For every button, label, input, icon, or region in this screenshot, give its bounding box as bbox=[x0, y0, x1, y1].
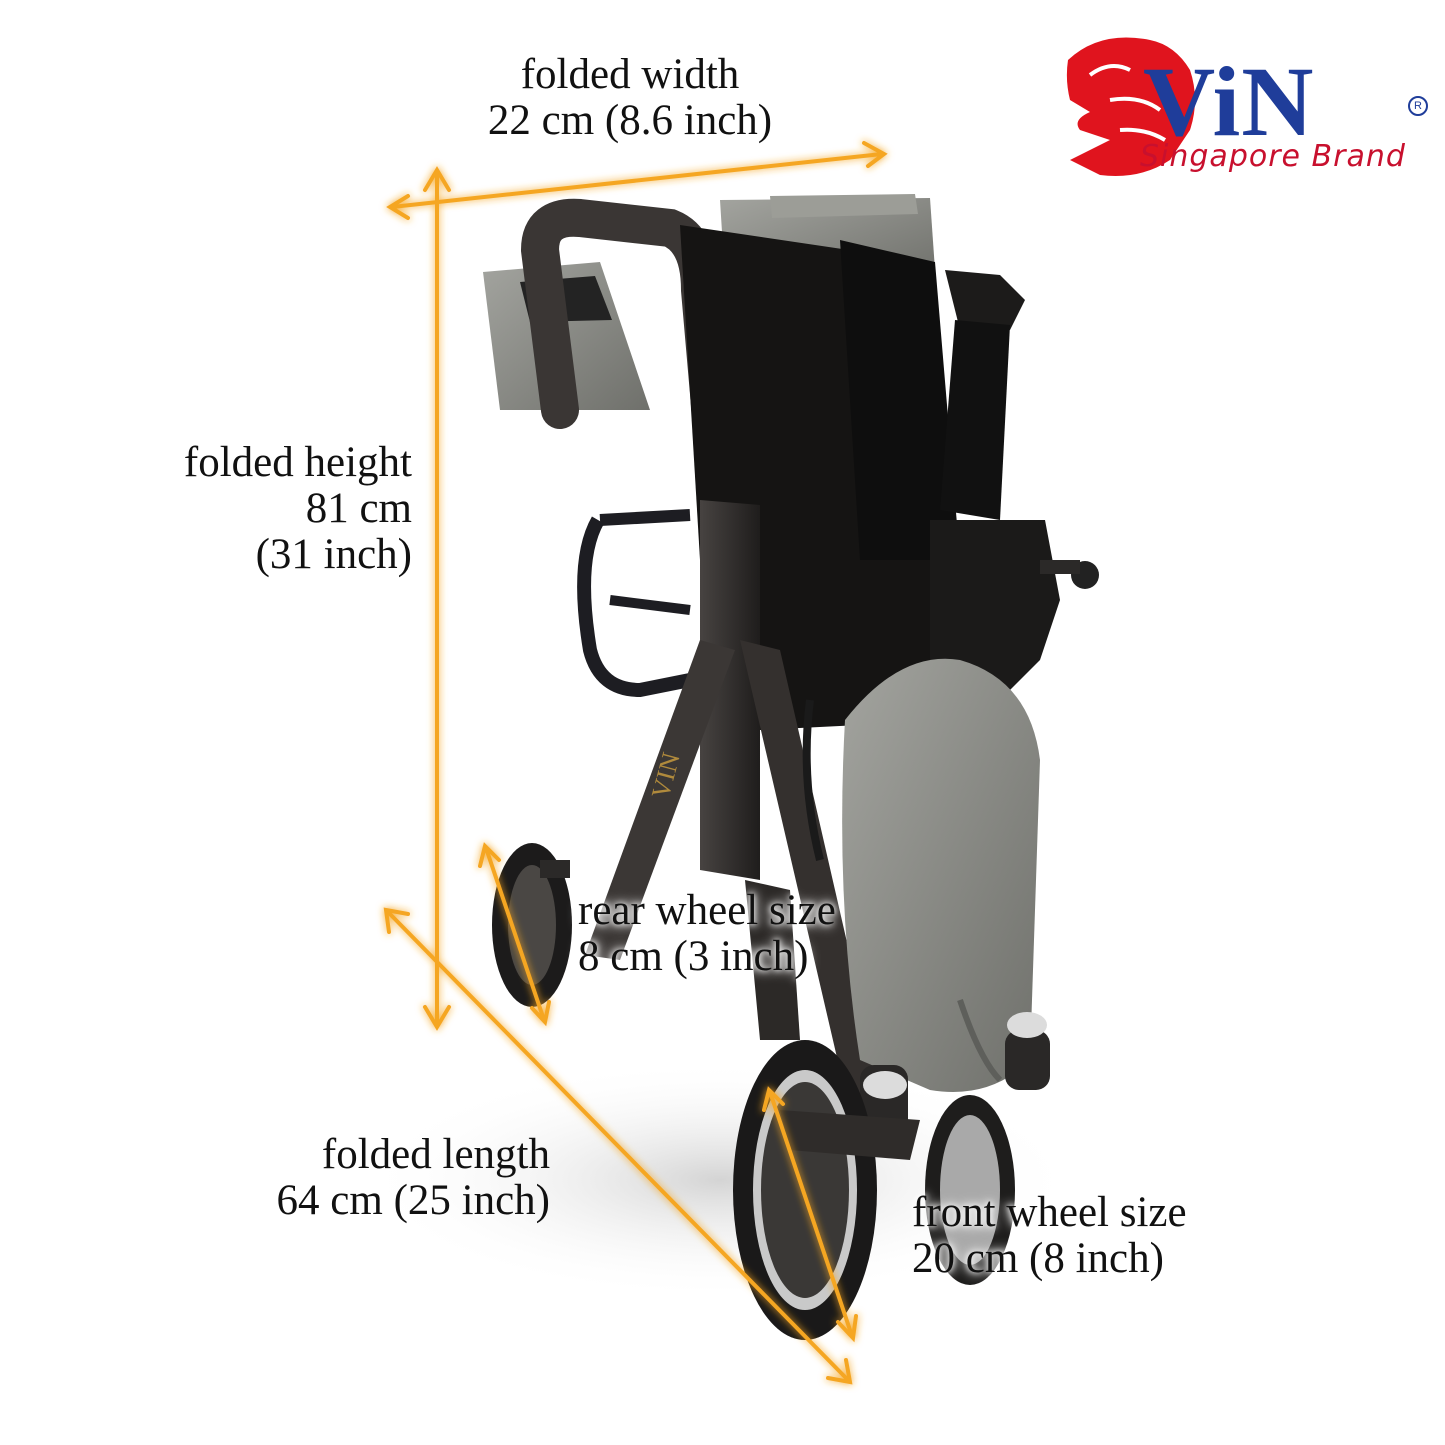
front-wheel-size-label: front wheel size 20 cm (8 inch) bbox=[912, 1190, 1252, 1282]
front-wheel-arrow bbox=[762, 1086, 858, 1343]
folded-length-value: 64 cm (25 inch) bbox=[276, 1177, 550, 1224]
width-arrow bbox=[386, 141, 888, 220]
rear-wheel-arrow bbox=[478, 842, 551, 1027]
folded-height-value: 81 cm bbox=[305, 485, 412, 532]
length-arrow bbox=[383, 907, 853, 1385]
rear-wheel-size-title: rear wheel size bbox=[578, 887, 836, 934]
rear-wheel-size-value: 8 cm (3 inch) bbox=[578, 933, 809, 980]
folded-height-title: folded height bbox=[183, 439, 412, 486]
rear-wheel-size-label: rear wheel size 8 cm (3 inch) bbox=[578, 888, 898, 980]
front-wheel-size-value: 20 cm (8 inch) bbox=[912, 1235, 1164, 1282]
folded-length-title: folded length bbox=[321, 1131, 550, 1178]
folded-width-label: folded width 22 cm (8.6 inch) bbox=[450, 52, 810, 144]
front-wheel-size-title: front wheel size bbox=[912, 1189, 1187, 1236]
folded-height-value-imperial: (31 inch) bbox=[255, 531, 412, 578]
folded-width-title: folded width bbox=[520, 51, 740, 98]
folded-length-label: folded length 64 cm (25 inch) bbox=[200, 1132, 550, 1224]
brand-name: ViN bbox=[1143, 46, 1315, 157]
measurement-lines bbox=[383, 141, 888, 1385]
height-arrow bbox=[423, 166, 451, 1031]
folded-width-value: 22 cm (8.6 inch) bbox=[487, 97, 773, 144]
registered-mark: R bbox=[1408, 96, 1428, 116]
folded-height-label: folded height 81 cm (31 inch) bbox=[110, 440, 412, 578]
brand-tagline: Singapore Brand bbox=[1140, 139, 1406, 174]
lion-head-icon bbox=[1066, 37, 1195, 176]
